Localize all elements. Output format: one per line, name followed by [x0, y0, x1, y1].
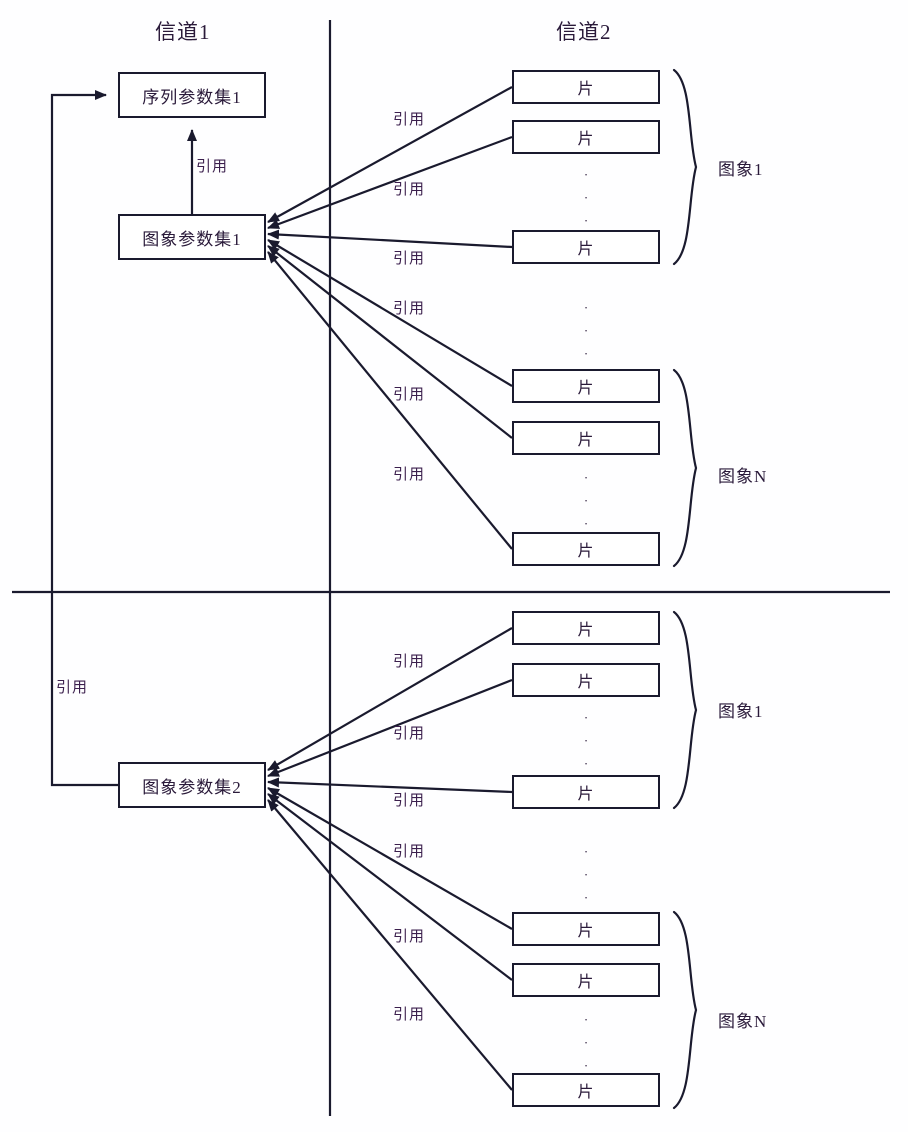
reference-edge — [267, 135, 513, 230]
ellipsis-dot: · — [583, 323, 589, 338]
edge-reference-label: 引用 — [393, 112, 426, 128]
ellipsis-dot: · — [583, 733, 589, 748]
ellipsis-dot: · — [583, 710, 589, 725]
header-channel1: 信道1 — [155, 20, 211, 44]
reference-edge — [267, 799, 513, 1091]
reference-edge — [267, 793, 513, 981]
ellipsis-dot: · — [583, 167, 589, 182]
reference-edge — [267, 251, 513, 550]
header-channel2: 信道2 — [556, 20, 612, 44]
group-braces — [672, 68, 698, 1110]
ellipsis-dot: · — [583, 516, 589, 531]
ellipsis-dot: · — [583, 300, 589, 315]
slice-box[interactable]: 片 — [512, 775, 660, 809]
edge-reference-label: 引用 — [393, 844, 426, 860]
node-sequence-parameter-set-1[interactable]: 序列参数集1 — [118, 72, 266, 118]
reference-edge — [267, 245, 513, 439]
ellipsis-dot: · — [583, 1058, 589, 1073]
edge-reference-label: 引用 — [393, 654, 426, 670]
ellipsis-dot: · — [583, 470, 589, 485]
edge-reference-label: 引用 — [393, 467, 426, 483]
slice-box[interactable]: 片 — [512, 611, 660, 645]
section-dividers — [12, 20, 890, 1116]
ellipsis-dot: · — [583, 867, 589, 882]
ellipsis-dot: · — [583, 756, 589, 771]
slice-box[interactable]: 片 — [512, 963, 660, 997]
image-group-label: 图象1 — [718, 160, 764, 179]
ellipsis-dot: · — [583, 190, 589, 205]
slice-box[interactable]: 片 — [512, 663, 660, 697]
reference-label-sps: 引用 — [196, 159, 229, 175]
reference-edge — [267, 627, 513, 771]
edge-reference-label: 引用 — [393, 182, 426, 198]
slice-ellipsis: · · · — [581, 1008, 591, 1077]
slice-box[interactable]: 片 — [512, 421, 660, 455]
image-group-brace — [672, 68, 698, 266]
ellipsis-dot: · — [583, 346, 589, 361]
slice-ellipsis: · · · — [581, 466, 591, 535]
reference-edge — [267, 678, 513, 778]
slice-ellipsis: · · · — [581, 706, 591, 775]
edge-reference-label: 引用 — [393, 726, 426, 742]
slice-box[interactable]: 片 — [512, 369, 660, 403]
image-group-brace — [672, 368, 698, 568]
node-picture-parameter-set-2[interactable]: 图象参数集2 — [118, 762, 266, 808]
group-ellipsis: · · · — [581, 296, 591, 365]
slice-box[interactable]: 片 — [512, 532, 660, 566]
edge-reference-label: 引用 — [393, 301, 426, 317]
edge-reference-label: 引用 — [393, 929, 426, 945]
edge-reference-label: 引用 — [393, 387, 426, 403]
reference-edge — [267, 787, 513, 930]
reference-edge — [267, 777, 513, 794]
ellipsis-dot: · — [583, 213, 589, 228]
image-group-brace — [672, 910, 698, 1110]
ellipsis-dot: · — [583, 1035, 589, 1050]
image-group-label: 图象N — [718, 1012, 768, 1031]
ellipsis-dot: · — [583, 493, 589, 508]
ellipsis-dot: · — [583, 844, 589, 859]
group-ellipsis: · · · — [581, 840, 591, 909]
slice-box[interactable]: 片 — [512, 1073, 660, 1107]
reference-label-feedback: 引用 — [56, 680, 89, 696]
edge-reference-label: 引用 — [393, 793, 426, 809]
slice-box[interactable]: 片 — [512, 912, 660, 946]
image-group-label: 图象N — [718, 467, 768, 486]
slice-ellipsis: · · · — [581, 163, 591, 232]
reference-edge — [267, 86, 513, 223]
slice-box[interactable]: 片 — [512, 120, 660, 154]
reference-edge — [267, 229, 513, 249]
image-group-brace — [672, 610, 698, 810]
slice-box[interactable]: 片 — [512, 230, 660, 264]
node-picture-parameter-set-1[interactable]: 图象参数集1 — [118, 214, 266, 260]
image-group-label: 图象1 — [718, 702, 764, 721]
edge-reference-label: 引用 — [393, 1007, 426, 1023]
slice-box[interactable]: 片 — [512, 70, 660, 104]
ellipsis-dot: · — [583, 890, 589, 905]
ellipsis-dot: · — [583, 1012, 589, 1027]
edge-reference-label: 引用 — [393, 251, 426, 267]
reference-edge — [267, 239, 513, 387]
